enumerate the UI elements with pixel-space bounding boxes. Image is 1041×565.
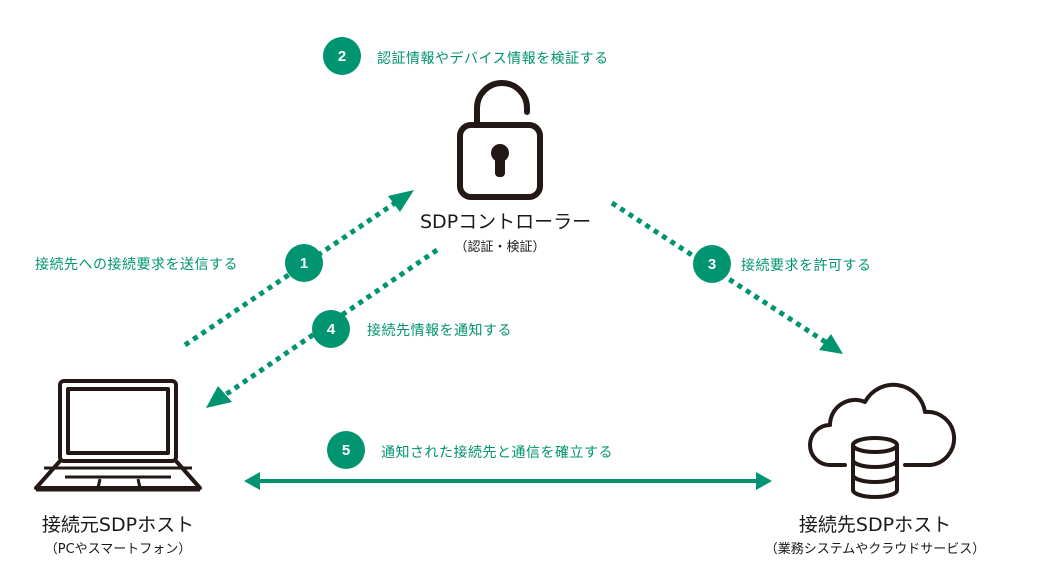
controller-title: SDPコントローラー: [420, 211, 592, 233]
arrow-step-1: [183, 190, 414, 348]
cloud-database-icon: [808, 382, 957, 499]
unlocked-padlock-icon: [457, 80, 543, 200]
arrow-step-3: [610, 200, 843, 354]
step-2-badge: 2: [323, 37, 361, 75]
step-5-badge: 5: [327, 431, 365, 469]
controller-subtitle: （認証・検証）: [454, 240, 546, 255]
step-1-badge: 1: [285, 244, 323, 282]
step-1-label: 接続先への接続要求を送信する: [35, 257, 238, 273]
step-5-label: 通知された接続先と通信を確立する: [381, 445, 613, 461]
source-host-title: 接続元SDPホスト: [41, 514, 195, 536]
laptop-icon: [34, 379, 202, 492]
step-4-label: 接続先情報を通知する: [367, 323, 512, 339]
target-host-title: 接続先SDPホスト: [798, 514, 952, 536]
target-host-subtitle: （業務システムやクラウドサービス）: [764, 542, 986, 557]
arrow-step-5: [244, 472, 772, 490]
step-3-badge: 3: [693, 245, 731, 283]
arrow-step-4: [206, 247, 439, 408]
step-2-label: 認証情報やデバイス情報を検証する: [377, 51, 609, 67]
source-host-subtitle: （PCやスマートフォン）: [44, 542, 192, 557]
step-4-badge: 4: [312, 310, 350, 348]
step-3-label: 接続要求を許可する: [741, 258, 872, 274]
